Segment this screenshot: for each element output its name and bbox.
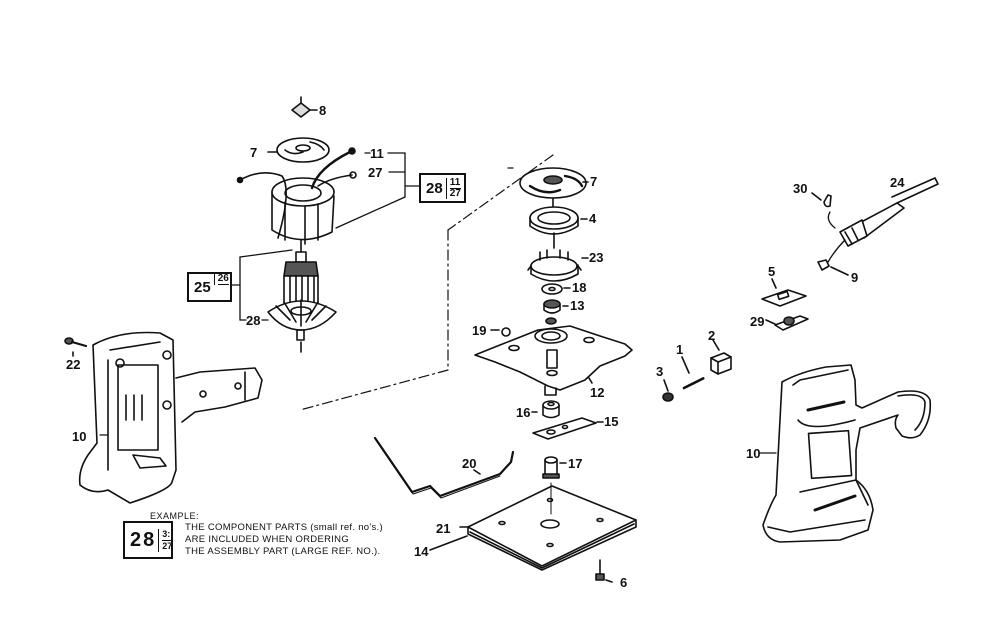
- example-component-numbers: 3: 27: [158, 528, 173, 552]
- part-29-switch: [765, 315, 809, 331]
- callout-8: 8: [319, 103, 327, 118]
- part-7-plate-top: [267, 137, 330, 163]
- callout-30: 30: [793, 181, 808, 196]
- example-legend-box: 28 3: 27: [123, 521, 173, 559]
- part-18-washer: [541, 283, 571, 295]
- assembly-box-field: 28 11 27: [419, 173, 466, 203]
- callout-15: 15: [604, 414, 619, 429]
- assembly-component-numbers: 11 27: [445, 176, 464, 199]
- part-19-ball: [490, 327, 511, 337]
- component-number-bottom: 27: [449, 187, 461, 199]
- part-4-ring: [529, 206, 588, 249]
- part-22-screw: [64, 337, 88, 357]
- callout-16: 16: [516, 405, 531, 420]
- assembly-box-armature: 25 26: [187, 272, 232, 302]
- callout-3: 3: [656, 364, 664, 379]
- part-21-sanding-pad: [429, 482, 637, 571]
- connector-dashed-line: [299, 154, 554, 411]
- example-legend-title: EXAMPLE:: [150, 511, 200, 521]
- part-24-cord: [817, 177, 939, 276]
- part-13-bearing: [543, 299, 569, 314]
- component-number-top: 26: [217, 273, 229, 285]
- component-number-top: 11: [449, 176, 461, 189]
- example-component-bottom: 27: [162, 540, 173, 551]
- example-main-number: 28: [130, 528, 157, 551]
- part-5-switch-plate: [761, 278, 807, 307]
- part-20-rod: [373, 436, 515, 499]
- callout-12: 12: [590, 385, 605, 400]
- part-armature: [267, 239, 337, 353]
- example-component-top: 3:: [162, 528, 173, 541]
- example-line-1: THE COMPONENT PARTS (small ref. no's.): [185, 522, 383, 533]
- leader-lines: [99, 167, 777, 454]
- callout-27: 27: [368, 165, 383, 180]
- callout-14: 14: [414, 544, 429, 559]
- callout-7-top: 7: [250, 145, 258, 160]
- callout-9: 9: [851, 270, 859, 285]
- callout-6: 6: [620, 575, 628, 590]
- callout-21: 21: [436, 521, 451, 536]
- part-8-nut: [291, 96, 318, 118]
- part-10-housing-right: [762, 364, 932, 543]
- callout-13: 13: [570, 298, 585, 313]
- part-3-brush-cap: [662, 379, 674, 402]
- example-legend-text: THE COMPONENT PARTS (small ref. no's.) A…: [185, 522, 383, 558]
- part-30-wire-nut: [811, 192, 832, 208]
- assembly-main-number: 25: [194, 278, 211, 296]
- callout-10-right: 10: [746, 446, 761, 461]
- callout-23: 23: [589, 250, 604, 265]
- part-7-plate-right: [519, 167, 589, 211]
- callout-20: 20: [462, 456, 477, 471]
- assembly-component-numbers: 26: [213, 273, 232, 285]
- part-10-housing-left: [78, 331, 263, 504]
- callout-22: 22: [66, 357, 81, 372]
- part-2-brush: [710, 339, 732, 375]
- callout-19: 19: [472, 323, 487, 338]
- part-15-plate: [532, 417, 604, 440]
- part-6-screw: [595, 559, 613, 583]
- callout-18: 18: [572, 280, 587, 295]
- example-line-2: ARE INCLUDED WHEN ORDERING: [185, 534, 350, 545]
- part-23-fan: [527, 249, 589, 282]
- part-16-nut: [531, 400, 560, 419]
- callout-2: 2: [708, 328, 716, 343]
- callout-11: 11: [370, 146, 384, 161]
- callout-24: 24: [890, 175, 905, 190]
- part-17-stud: [542, 456, 567, 479]
- part-12-base-frame: [474, 317, 633, 396]
- callout-5: 5: [768, 264, 776, 279]
- callout-4: 4: [589, 211, 597, 226]
- callout-1: 1: [676, 342, 684, 357]
- example-line-3: THE ASSEMBLY PART (LARGE REF. NO.).: [185, 546, 381, 557]
- field-assembly-bracket: [335, 152, 420, 229]
- callout-7-right: 7: [590, 174, 598, 189]
- callout-10-left: 10: [72, 429, 87, 444]
- part-1-spring: [681, 356, 706, 390]
- callout-29: 29: [750, 314, 765, 329]
- callout-17: 17: [568, 456, 583, 471]
- assembly-main-number: 28: [426, 179, 443, 197]
- callout-28: 28: [246, 313, 261, 328]
